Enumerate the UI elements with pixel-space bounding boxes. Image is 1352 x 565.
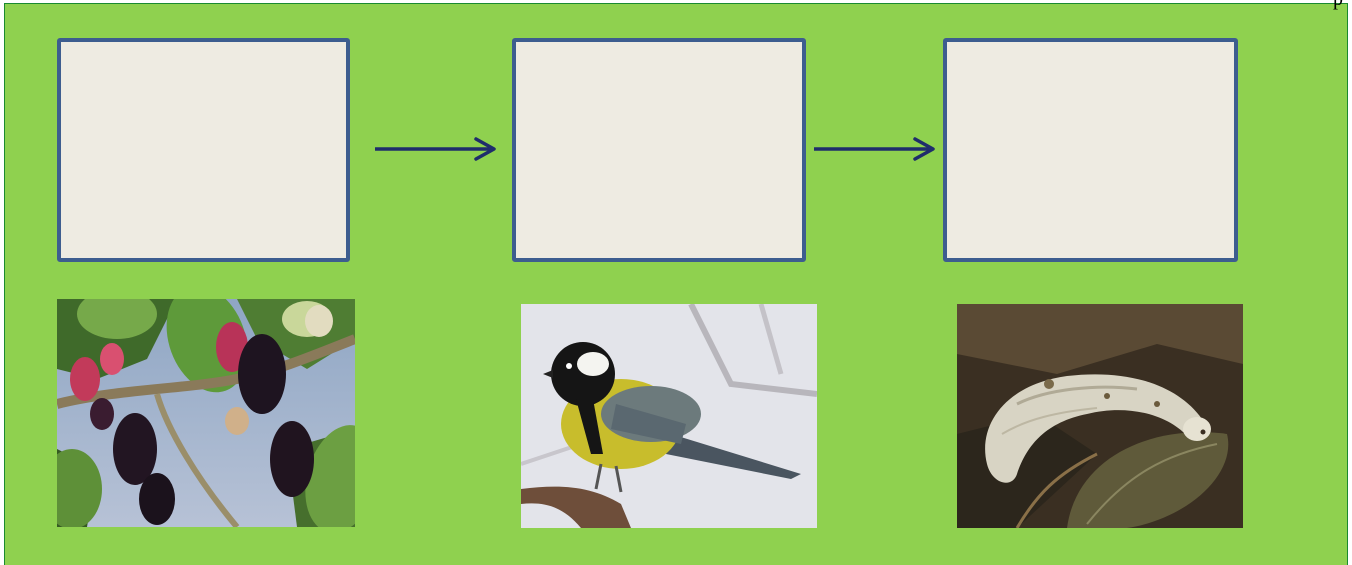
page-number: p: [1333, 0, 1343, 11]
arrow-right-icon: [375, 137, 496, 161]
arrow-right-icon: [814, 137, 935, 161]
answer-box-1[interactable]: [57, 38, 350, 262]
great-tit-bird-image[interactable]: [521, 304, 817, 528]
answer-box-2[interactable]: [512, 38, 806, 262]
answer-box-3[interactable]: [943, 38, 1238, 262]
mulberry-branch-image[interactable]: [57, 299, 355, 527]
silkworm-image[interactable]: [957, 304, 1243, 528]
